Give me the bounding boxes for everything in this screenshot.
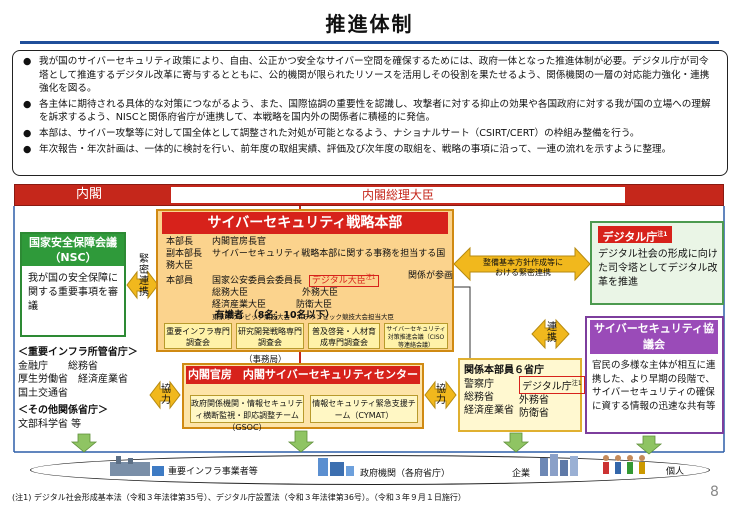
companies-label: 企業 [512, 469, 531, 479]
company-icon [540, 454, 578, 476]
six-ministries-col2: デジタル庁注1 外務省 防衛省 [519, 376, 585, 420]
cs-council-title: サイバーセキュリティ協議会 [590, 320, 718, 354]
gsoc-team: 政府関係機関・情報セキュリティ横断監視・即応調整チーム（GSOC） [190, 395, 304, 432]
nisc-title: 内閣官房 内閣サイバーセキュリティセンター [186, 366, 420, 384]
six-ministries-title: 関係本部員６省庁 [464, 365, 544, 376]
control-link-label: 整備基本方針作成等における緊密連携 [483, 258, 563, 277]
infra-operators-label: 重要インフラ事業者等 [168, 467, 258, 477]
secretariat-label: （事務局） [244, 355, 287, 365]
bullet-1: ●我が国のサイバーセキュリティ政策により、自由、公正かつ安全なサイバー空間を確保… [23, 56, 710, 95]
digital-minister-box: デジタル大臣注1 [308, 274, 379, 287]
summary-bullets: ●我が国のサイバーセキュリティ政策により、自由、公正かつ安全なサイバー空間を確保… [12, 50, 728, 176]
cymat-team: 情報セキュリティ緊急支援チーム（CYMAT） [310, 395, 418, 423]
nsc-description: 我が国の安全保障に関する重要事項を審議 [28, 273, 118, 312]
renkei-label: 連携 [547, 322, 557, 344]
building-icon [318, 458, 354, 476]
pm-participation-label: 関係が参画 [408, 271, 454, 281]
prime-minister-box: 内閣総理大臣 [170, 186, 626, 204]
subcommittee-ciso: サイバーセキュリティ対策推進会議（CISO等連絡会議） [384, 323, 448, 349]
bullet-2: ●各主体に期待される具体的な対策につながるよう、また、国際協調の重要性を認識し、… [23, 98, 711, 124]
footnote: (注1) デジタル社会形成基本法（令和３年法律第35号）、デジタル庁設置法（令和… [12, 493, 466, 502]
subcommittee-rd: 研究開発戦略専門調査会 [236, 323, 304, 349]
hq-members: 本部長内閣官房長官 副本部長サイバーセキュリティ戦略本部に関する事務を担当する国… [166, 237, 446, 321]
digital-agency-description: デジタル社会の形成に向けた司令塔としてデジタル改革を推進 [598, 249, 718, 288]
bullet-4: ●年次報告・年次計画は、一体的に検討を行い、前年度の取組実績、評価及び次年度の取… [23, 143, 672, 155]
nsc-title: 国家安全保障会議（NSC） [22, 234, 124, 266]
six-ministries-box [458, 358, 582, 432]
infra-ministries-list: ＜重要インフラ所管省庁＞ 金融庁 総務省 厚生労働省 経済産業省 国土交通省 ＜… [18, 347, 138, 430]
close-link-label: 緊密連携 [139, 254, 149, 298]
title-underline [20, 41, 719, 44]
bullet-3: ●本部は、サイバー攻撃等に対して国全体として調整された対処が可能となるよう、ナシ… [23, 128, 640, 140]
strategy-hq-title: サイバーセキュリティ戦略本部 [162, 212, 448, 234]
people-icon [603, 455, 645, 474]
page-number: 8 [710, 484, 719, 500]
factory-icon [110, 456, 164, 476]
six-ministries-col1: 警察庁 総務省 経済産業省 [464, 379, 514, 416]
subcommittee-awareness: 普及啓発・人材育成専門調査会 [308, 323, 380, 349]
experts-label: 有識者 （8名；10名以下） [215, 310, 335, 321]
gov-agencies-label: 政府機関（各府省庁） [360, 469, 451, 479]
digital-agency-title: デジタル庁注1 [598, 226, 672, 244]
coop-left-label: 協力 [161, 384, 171, 406]
cabinet-label: 内閣 [75, 187, 102, 202]
cs-council-description: 官民の多様な主体が相互に連携した、より早期の段階で、サイバーセキュリティの確保に… [592, 360, 716, 412]
coop-right-label: 協力 [436, 384, 446, 406]
page-title: 推進体制 [325, 12, 414, 36]
subcommittee-infra: 重要インフラ専門調査会 [164, 323, 232, 349]
stakeholder-ground [30, 455, 710, 485]
individuals-label: 個人 [666, 467, 685, 477]
